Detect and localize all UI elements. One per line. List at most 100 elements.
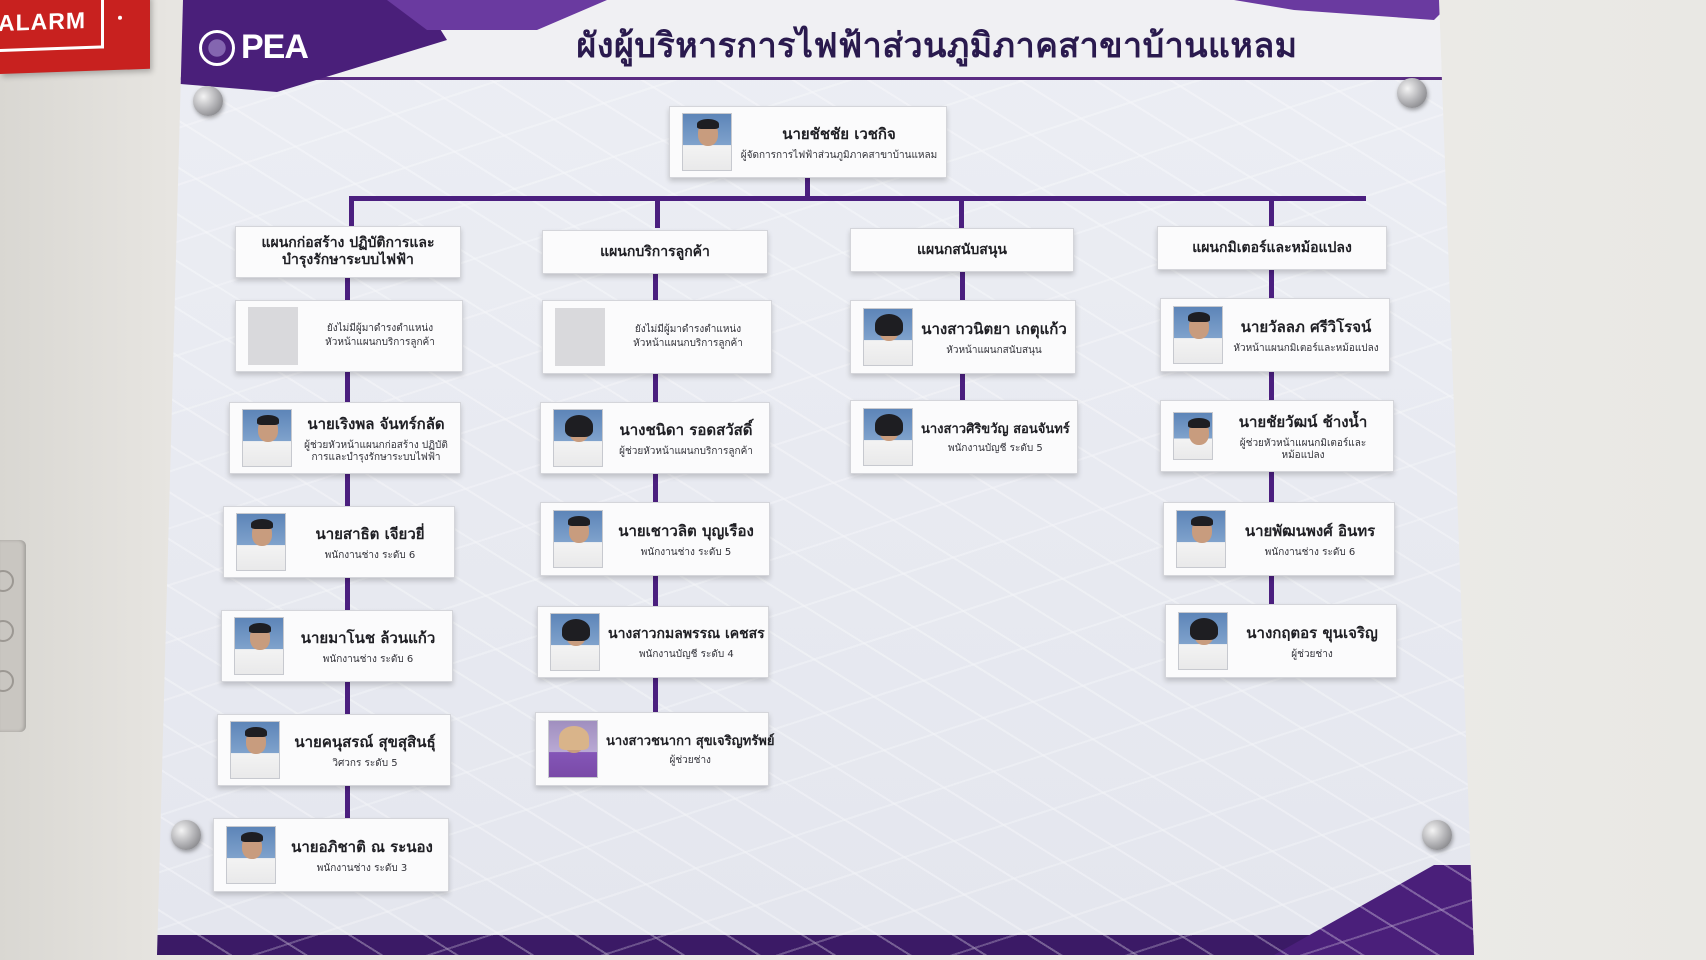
pea-emblem-icon bbox=[199, 29, 235, 66]
fire-alarm-sign: ALARM bbox=[0, 0, 150, 74]
staff-role: ผู้ช่วยหัวหน้าแผนกบริการลูกค้า bbox=[619, 445, 753, 457]
board-footer-strip bbox=[157, 935, 1474, 955]
staff-photo bbox=[553, 510, 603, 568]
switch-ring-icon bbox=[0, 670, 14, 692]
dept-header-customer-service: แผนกบริการลูกค้า bbox=[542, 230, 768, 274]
staff-card: นางสาวนิตยา เกตุแก้ว หัวหน้าแผนกสนับสนุน bbox=[850, 300, 1076, 374]
screw-icon bbox=[1397, 78, 1427, 108]
staff-role: หัวหน้าแผนกสนับสนุน bbox=[946, 344, 1042, 356]
switch-ring-icon bbox=[0, 570, 14, 592]
staff-photo bbox=[553, 409, 603, 467]
manager-name: นายชัชชัย เวชกิจ bbox=[782, 124, 896, 143]
staff-role: พนักงานช่าง ระดับ 6 bbox=[1264, 546, 1356, 558]
staff-name: นายเริงพล จันทร์กลัด bbox=[307, 414, 445, 433]
dept-header-construction: แผนกก่อสร้าง ปฏิบัติการและบำรุงรักษาระบบ… bbox=[235, 226, 461, 278]
connector-line bbox=[655, 196, 660, 228]
staff-card: นางกฤตอร ขุนเจริญ ผู้ช่วยช่าง bbox=[1165, 604, 1397, 678]
org-chart-board: PEA ผังผู้บริหารการไฟฟ้าส่วนภูมิภาคสาขาบ… bbox=[157, 0, 1474, 955]
staff-card: นายพัฒนพงศ์ อินทร พนักงานช่าง ระดับ 6 bbox=[1163, 502, 1395, 576]
connector-line bbox=[959, 196, 964, 228]
staff-name: นายสาธิต เจียวยี่ bbox=[315, 524, 425, 543]
staff-role: พนักงานช่าง ระดับ 5 bbox=[640, 546, 732, 558]
screw-icon bbox=[1422, 820, 1452, 850]
staff-name: นายอภิชาติ ณ ระนอง bbox=[291, 837, 433, 856]
staff-photo bbox=[236, 513, 286, 571]
staff-role: พนักงานช่าง ระดับ 3 bbox=[316, 862, 408, 874]
staff-photo bbox=[863, 308, 913, 366]
staff-role: ผู้ช่วยช่าง bbox=[669, 755, 711, 767]
connector-line bbox=[349, 196, 354, 228]
staff-photo bbox=[230, 721, 280, 779]
screw-icon bbox=[193, 86, 223, 116]
staff-role: พนักงานบัญชี ระดับ 4 bbox=[638, 648, 734, 660]
photo-placeholder bbox=[248, 307, 298, 365]
pea-logo: PEA bbox=[199, 28, 309, 67]
staff-name: นางกฤตอร ขุนเจริญ bbox=[1246, 623, 1378, 642]
staff-photo bbox=[1173, 412, 1213, 460]
staff-photo bbox=[226, 826, 276, 884]
staff-card: นายเริงพล จันทร์กลัด ผู้ช่วยหัวหน้าแผนกก… bbox=[229, 402, 461, 474]
pea-logo-text: PEA bbox=[241, 28, 309, 66]
vacant-card: ยังไม่มีผู้มาดำรงตำแหน่ง หัวหน้าแผนกบริก… bbox=[235, 300, 463, 372]
vacant-position: หัวหน้าแผนกบริการลูกค้า bbox=[325, 337, 435, 348]
screw-icon bbox=[171, 820, 201, 850]
switch-ring-icon bbox=[0, 620, 14, 642]
staff-name: นางชนิดา รอดสวัสดิ์ bbox=[619, 420, 753, 439]
staff-role: ผู้ช่วยหัวหน้าแผนกก่อสร้าง ปฏิบัติการและ… bbox=[304, 439, 448, 464]
vacant-line: ยังไม่มีผู้มาดำรงตำแหน่ง bbox=[634, 323, 742, 335]
manager-card: นายชัชชัย เวชกิจ ผู้จัดการการไฟฟ้าส่วนภู… bbox=[669, 106, 947, 178]
vacant-card: ยังไม่มีผู้มาดำรงตำแหน่ง หัวหน้าแผนกบริก… bbox=[542, 300, 772, 374]
staff-card: นายอภิชาติ ณ ระนอง พนักงานช่าง ระดับ 3 bbox=[213, 818, 449, 892]
staff-name: นางสาวนิตยา เกตุแก้ว bbox=[921, 319, 1067, 338]
staff-name: นายมาโนช ล้วนแก้ว bbox=[300, 628, 436, 647]
board-footer-accent bbox=[1274, 865, 1474, 955]
staff-photo bbox=[242, 409, 292, 467]
staff-photo bbox=[863, 408, 913, 466]
staff-card: นายสาธิต เจียวยี่ พนักงานช่าง ระดับ 6 bbox=[223, 506, 455, 578]
staff-role: พนักงานช่าง ระดับ 6 bbox=[324, 549, 416, 561]
staff-role: พนักงานบัญชี ระดับ 5 bbox=[948, 443, 1043, 455]
staff-card: นางสาวชนากา สุขเจริญทรัพย์ ผู้ช่วยช่าง bbox=[535, 712, 774, 786]
wall-switch-plate bbox=[0, 540, 26, 732]
staff-photo bbox=[1176, 510, 1226, 568]
staff-name: นายเชาวลิต บุญเรือง bbox=[618, 521, 754, 540]
staff-card: นายมาโนช ล้วนแก้ว พนักงานช่าง ระดับ 6 bbox=[221, 610, 453, 682]
manager-photo bbox=[682, 113, 732, 171]
vacant-line: ยังไม่มีผู้มาดำรงตำแหน่ง bbox=[326, 322, 434, 334]
connector-line bbox=[805, 170, 810, 200]
staff-photo bbox=[548, 720, 598, 778]
staff-name: นายชัยวัฒน์ ช้างน้ำ bbox=[1238, 412, 1368, 431]
dept-header-meter: แผนกมิเตอร์และหม้อแปลง bbox=[1157, 226, 1387, 270]
staff-name: นางสาวกมลพรรณ เคชสร bbox=[608, 625, 765, 642]
staff-name: นายพัฒนพงศ์ อินทร bbox=[1244, 521, 1376, 540]
staff-photo bbox=[550, 613, 600, 671]
alarm-dot bbox=[118, 15, 122, 20]
staff-card: นางสาวกมลพรรณ เคชสร พนักงานบัญชี ระดับ 4 bbox=[537, 606, 769, 678]
staff-photo bbox=[1178, 612, 1228, 670]
staff-name: นายคนุสรณ์ สุขสุสินธุ์ bbox=[294, 732, 436, 751]
vacant-position: หัวหน้าแผนกบริการลูกค้า bbox=[633, 338, 743, 349]
staff-card: นายชัยวัฒน์ ช้างน้ำ ผู้ช่วยหัวหน้าแผนกมิ… bbox=[1160, 400, 1394, 472]
connector-line bbox=[1269, 196, 1274, 228]
staff-name: นายวัลลภ ศรีวิโรจน์ bbox=[1240, 317, 1372, 336]
staff-role: วิศวกร ระดับ 5 bbox=[332, 757, 398, 769]
staff-role: พนักงานช่าง ระดับ 6 bbox=[322, 653, 414, 665]
manager-role: ผู้จัดการการไฟฟ้าส่วนภูมิภาคสาขาบ้านแหลม bbox=[740, 149, 938, 161]
staff-role: ผู้ช่วยหัวหน้าแผนกมิเตอร์และหม้อแปลง bbox=[1239, 437, 1367, 462]
photo-placeholder bbox=[555, 308, 605, 366]
staff-photo bbox=[1173, 306, 1223, 364]
staff-card: นางสาวศิริขวัญ สอนจันทร์ พนักงานบัญชี ระ… bbox=[850, 400, 1078, 474]
staff-card: นายเชาวลิต บุญเรือง พนักงานช่าง ระดับ 5 bbox=[540, 502, 770, 576]
staff-card: นางชนิดา รอดสวัสดิ์ ผู้ช่วยหัวหน้าแผนกบร… bbox=[540, 402, 770, 474]
staff-role: หัวหน้าแผนกมิเตอร์และหม้อแปลง bbox=[1233, 342, 1379, 354]
alarm-label: ALARM bbox=[0, 0, 104, 52]
connector-line bbox=[349, 196, 1366, 201]
staff-photo bbox=[234, 617, 284, 675]
staff-name: นางสาวศิริขวัญ สอนจันทร์ bbox=[921, 422, 1070, 438]
dept-header-support: แผนกสนับสนุน bbox=[850, 228, 1074, 272]
staff-card: นายคนุสรณ์ สุขสุสินธุ์ วิศวกร ระดับ 5 bbox=[217, 714, 451, 786]
staff-card: นายวัลลภ ศรีวิโรจน์ หัวหน้าแผนกมิเตอร์แล… bbox=[1160, 298, 1390, 372]
staff-role: ผู้ช่วยช่าง bbox=[1291, 648, 1333, 660]
staff-name: นางสาวชนากา สุขเจริญทรัพย์ bbox=[606, 734, 775, 750]
board-title: ผังผู้บริหารการไฟฟ้าส่วนภูมิภาคสาขาบ้านแ… bbox=[576, 26, 1298, 66]
